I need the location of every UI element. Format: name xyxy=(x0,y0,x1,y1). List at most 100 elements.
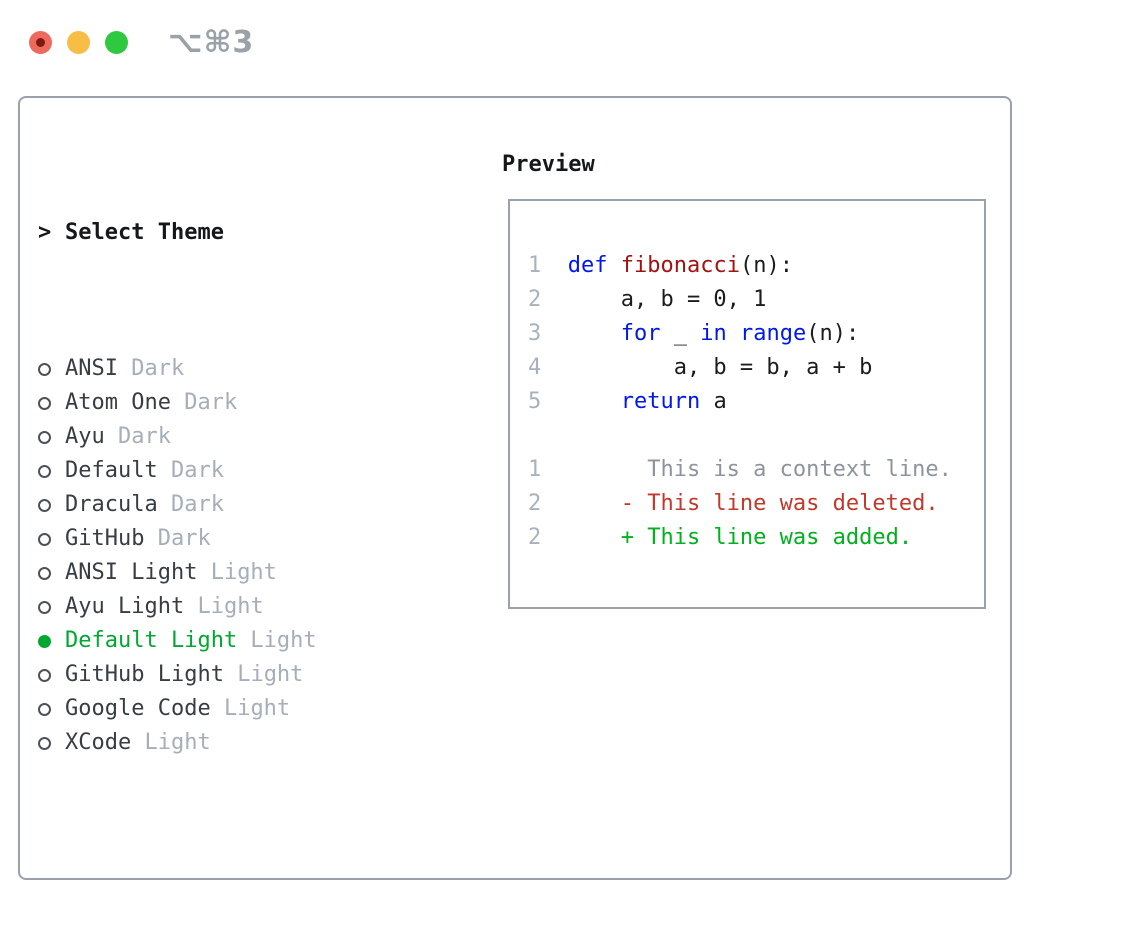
code-segment xyxy=(727,321,740,346)
theme-name: Atom One xyxy=(65,390,171,415)
zoom-button[interactable] xyxy=(105,31,128,54)
code-segment: in xyxy=(700,321,727,346)
theme-name: Google Code xyxy=(65,696,211,721)
theme-option-row[interactable]: GitHub Light Light xyxy=(38,658,478,692)
theme-name: Ayu xyxy=(65,424,105,449)
theme-variant-tag: Dark xyxy=(157,458,224,483)
line-number: 2 xyxy=(528,491,542,516)
focus-arrow-icon: > xyxy=(38,220,52,245)
code-segment xyxy=(568,389,621,414)
theme-option-row[interactable]: ANSI Light Light xyxy=(38,556,478,590)
code-segment: range xyxy=(739,321,807,346)
code-segment: - This line was deleted. xyxy=(567,491,939,516)
radio-selected-icon xyxy=(38,634,51,648)
radio-icon xyxy=(38,498,51,512)
code-segment: fibonacci xyxy=(620,253,740,278)
theme-variant-tag: Dark xyxy=(144,526,211,551)
code-segment: def xyxy=(567,253,608,278)
radio-icon xyxy=(38,566,51,580)
code-line: 1 This is a context line. xyxy=(528,453,984,487)
theme-name: Default xyxy=(65,458,158,483)
theme-option-row[interactable]: Dracula Dark xyxy=(38,488,478,522)
code-segment: (n): xyxy=(806,321,860,346)
theme-variant-tag: Light xyxy=(223,662,304,687)
code-segment: _ xyxy=(660,321,701,346)
line-number: 2 xyxy=(528,287,542,312)
code-segment: + This line was added. xyxy=(567,525,913,550)
theme-option-row[interactable]: ANSI Dark xyxy=(38,352,478,386)
theme-variant-tag: Dark xyxy=(157,492,224,517)
traffic-lights xyxy=(29,31,128,54)
code-segment: for xyxy=(620,321,661,346)
minimize-button[interactable] xyxy=(67,31,90,54)
radio-icon xyxy=(38,702,51,716)
line-number: 2 xyxy=(528,525,542,550)
code-segment: (n): xyxy=(739,253,793,278)
theme-variant-tag: Light xyxy=(210,696,291,721)
code-segment: a, b = 0, 1 xyxy=(567,287,767,312)
theme-name: ANSI Light xyxy=(65,560,198,585)
code-segment: a xyxy=(700,389,727,414)
window-title-shortcut: ⌥⌘3 xyxy=(168,25,255,60)
theme-option-row[interactable]: Atom One Dark xyxy=(38,386,478,420)
code-line: 2 - This line was deleted. xyxy=(528,487,984,521)
theme-variant-tag: Dark xyxy=(170,390,238,415)
code-segment: This is a context line. xyxy=(567,457,952,482)
theme-variant-tag: Light xyxy=(237,628,317,653)
theme-name: XCode xyxy=(65,730,132,755)
theme-name: GitHub Light xyxy=(65,662,224,687)
code-line: 1 def fibonacci(n): xyxy=(528,249,984,283)
code-segment xyxy=(568,321,621,346)
radio-icon xyxy=(38,668,51,682)
window-titlebar: ⌥⌘3 xyxy=(29,25,254,60)
code-line: 2 a, b = 0, 1 xyxy=(528,283,984,317)
preview-heading: Preview xyxy=(502,152,595,177)
theme-option-row[interactable]: Default Light Light xyxy=(38,624,478,658)
code-segment: return xyxy=(620,389,701,414)
theme-variant-tag: Light xyxy=(197,560,277,585)
radio-icon xyxy=(38,362,51,376)
theme-name: Dracula xyxy=(65,492,158,517)
theme-option-row[interactable]: GitHub Dark xyxy=(38,522,478,556)
radio-icon xyxy=(38,396,51,410)
theme-variant-tag: Light xyxy=(131,730,211,755)
code-line: 4 a, b = b, a + b xyxy=(528,351,984,385)
radio-icon xyxy=(38,600,51,614)
radio-icon xyxy=(38,464,51,478)
theme-variant-tag: Light xyxy=(184,594,264,619)
code-line: 3 for _ in range(n): xyxy=(528,317,984,351)
radio-icon xyxy=(38,736,51,750)
radio-icon xyxy=(38,430,51,444)
line-number: 1 xyxy=(528,457,542,482)
theme-name: ANSI xyxy=(65,356,118,381)
code-line: 2 + This line was added. xyxy=(528,521,984,555)
theme-option-row[interactable]: Ayu Dark xyxy=(38,420,478,454)
theme-name: GitHub xyxy=(65,526,145,551)
theme-name: Default Light xyxy=(65,628,238,653)
code-segment: a, b = b, a + b xyxy=(567,355,873,380)
theme-variant-tag: Dark xyxy=(104,424,171,449)
code-line xyxy=(528,419,984,453)
theme-option-row[interactable]: Ayu Light Light xyxy=(38,590,478,624)
spacer xyxy=(38,862,478,896)
unsaved-changes-dot-icon xyxy=(36,38,45,47)
theme-option-row[interactable]: Google Code Light xyxy=(38,692,478,726)
line-number: 1 xyxy=(528,253,542,278)
close-button[interactable] xyxy=(29,31,52,54)
radio-icon xyxy=(38,532,51,546)
code-segment xyxy=(607,253,620,278)
theme-option-row[interactable]: Default Dark xyxy=(38,454,478,488)
theme-variant-tag: Dark xyxy=(117,356,185,381)
theme-option-row[interactable]: XCode Light xyxy=(38,726,478,760)
code-line: 5 return a xyxy=(528,385,984,419)
line-number: 5 xyxy=(528,389,542,414)
theme-name: Ayu Light xyxy=(65,594,185,619)
select-theme-heading: Select Theme xyxy=(65,220,224,245)
select-theme-heading-row: > Select Theme xyxy=(38,216,478,250)
